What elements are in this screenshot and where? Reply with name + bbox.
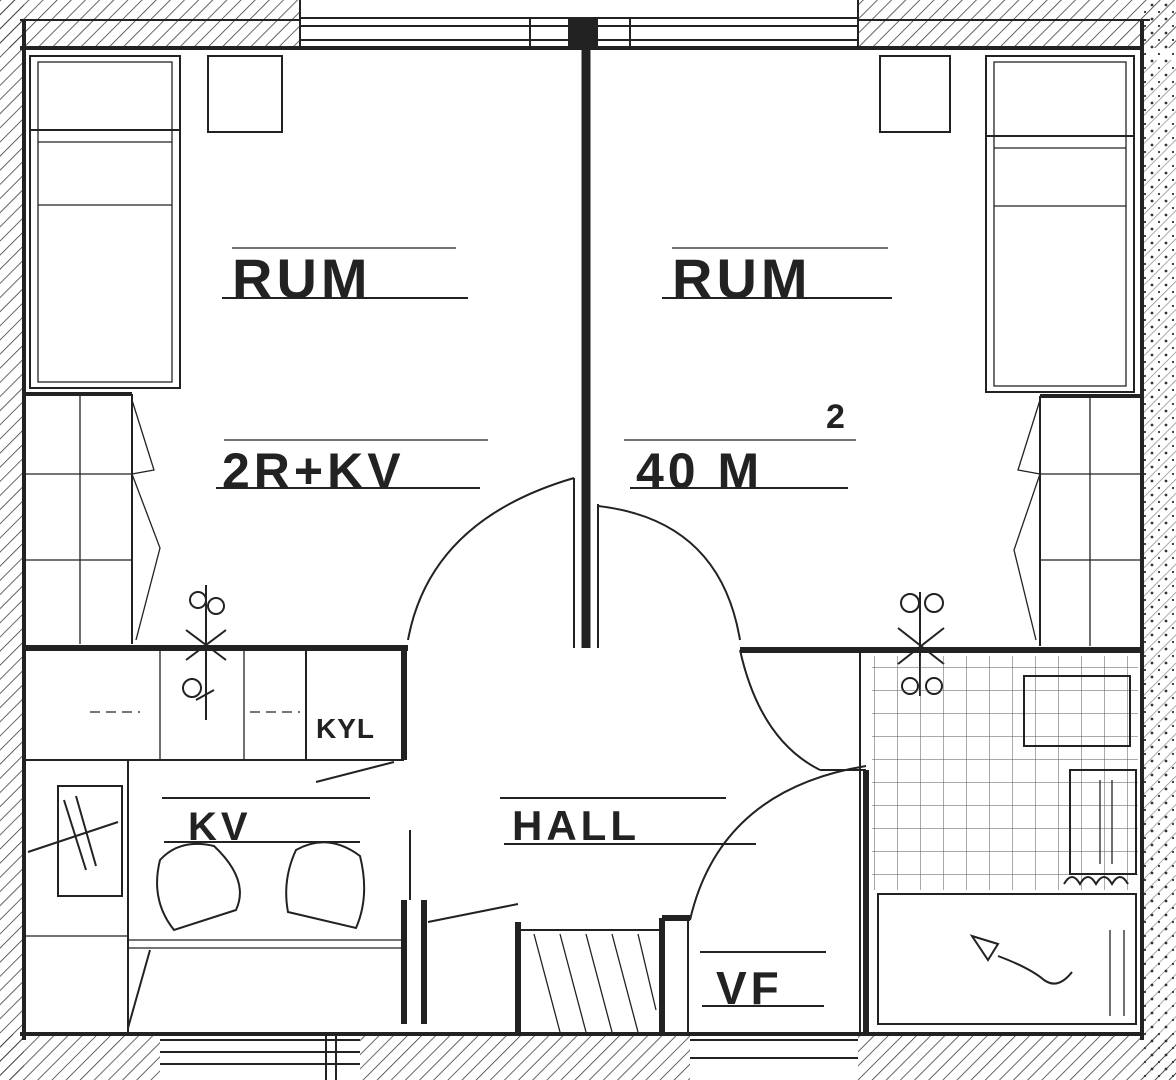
chairs	[156, 841, 366, 932]
hall-closet	[518, 929, 662, 1033]
wardrobe-right	[1013, 396, 1142, 646]
nightstand-left	[207, 55, 283, 133]
bed-left	[29, 55, 181, 389]
kitchen-counter	[23, 648, 307, 760]
area-label: 40 M	[636, 443, 763, 499]
radiator-left-symbol	[182, 585, 227, 720]
apartment-type-label: 2R+KV	[222, 443, 405, 499]
labels: RUM RUM 2R+KV 40 M 2 KV HALL VF KYL	[162, 247, 892, 1014]
room-label-right: RUM	[672, 247, 812, 310]
area-unit-exponent: 2	[826, 398, 849, 436]
top-wall-right	[858, 0, 1176, 48]
bed-right	[985, 55, 1135, 393]
window-top	[299, 0, 859, 48]
hall-label: HALL	[512, 802, 640, 849]
left-wall	[0, 0, 24, 1080]
bathroom	[872, 656, 1138, 1025]
top-wall-left	[0, 0, 300, 48]
window-bottom	[160, 1034, 858, 1080]
nightstand-right	[879, 55, 951, 133]
interior-walls	[24, 48, 1142, 1034]
dining-table	[24, 760, 404, 1034]
cupboard-label: KYL	[316, 713, 375, 744]
room-label-left: RUM	[232, 247, 372, 310]
right-wall-hatch	[1142, 60, 1176, 1080]
bottom-wall-right	[858, 1034, 1176, 1080]
door-swings	[315, 477, 867, 923]
wardrobe-left	[24, 394, 161, 644]
bottom-wall-left	[0, 1034, 160, 1080]
bottom-wall-mid	[360, 1034, 690, 1080]
